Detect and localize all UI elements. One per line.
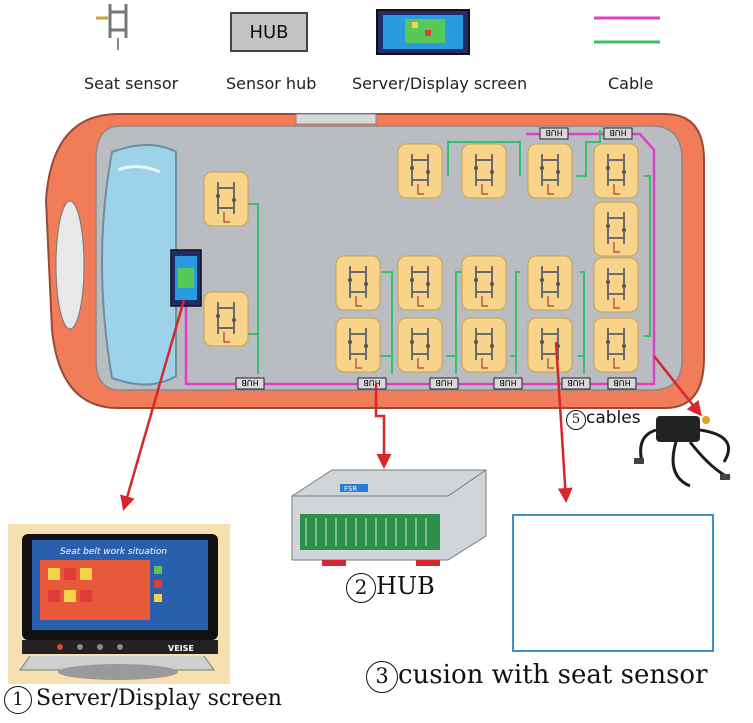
seat-sensor-icon <box>593 143 639 199</box>
cables-caption-text: cables <box>586 408 641 428</box>
server-display-photo: Seat belt work situation VEISE <box>8 524 230 684</box>
legend-sensor-hub-label: Sensor hub <box>226 74 317 93</box>
seat-sensor-icon <box>397 317 443 373</box>
seat-sensor-icon <box>593 201 639 257</box>
hub-tag-label: HUB <box>545 128 562 137</box>
legend-server-display-label: Server/Display screen <box>352 74 528 93</box>
seat-sensor-icon <box>461 143 507 199</box>
screen-brand: VEISE <box>168 644 194 653</box>
legend-seat-sensor-icon <box>96 4 128 50</box>
seat-sensor-icon <box>397 143 443 199</box>
green-cable-network <box>242 130 651 374</box>
screen-title: Seat belt work situation <box>60 547 167 557</box>
cushion-caption-text: cusion with seat sensor <box>398 660 708 690</box>
legend-seat-sensor-label: Seat sensor <box>84 74 179 93</box>
hub-number-badge: 2 <box>346 573 376 603</box>
seat-sensor-icon <box>397 255 443 311</box>
hub-caption-text: HUB <box>376 572 435 600</box>
server-number-badge: 1 <box>4 686 32 714</box>
seat-sensor-icon <box>527 255 573 311</box>
in-car-display-icon <box>170 249 202 307</box>
seat-sensor-icon <box>527 143 573 199</box>
legend-cable-icon <box>594 16 660 44</box>
seat-sensor-icon <box>461 255 507 311</box>
cushion-number-badge: 3 <box>366 661 398 693</box>
seat-sensor-icon <box>593 257 639 313</box>
seat-sensor-icon <box>335 317 381 373</box>
hub-device-label: FSR <box>344 485 357 493</box>
hub-tag-label: HUB <box>499 378 516 387</box>
hub-tag-label: HUB <box>363 378 380 387</box>
legend-cable-label: Cable <box>608 74 654 93</box>
legend-hub-box: HUB <box>230 12 308 52</box>
hub-tag-label: HUB <box>435 378 452 387</box>
seat-sensor-icon <box>527 317 573 373</box>
cables-photo <box>634 416 731 488</box>
hub-tag-label: HUB <box>567 378 584 387</box>
callout-arrows <box>120 299 702 511</box>
hub-device-photo: FSR <box>291 469 487 566</box>
seat-sensor-icon <box>203 171 249 227</box>
hub-tag-label: HUB <box>241 378 258 387</box>
hub-tag-label: HUB <box>609 128 626 137</box>
seat-sensor-icon <box>461 317 507 373</box>
legend-server-display-icon <box>376 9 470 55</box>
cushion-photo-frame <box>512 514 714 652</box>
hub-tags: HUB HUB HUB HUB HUB HUB HUB HUB <box>235 127 637 390</box>
seat-sensor-icon <box>593 317 639 373</box>
hub-tag-label: HUB <box>613 378 630 387</box>
seat-sensor-icon <box>203 291 249 347</box>
server-caption-text: Server/Display screen <box>36 686 282 711</box>
cables-number-badge: 5 <box>566 410 586 430</box>
seat-sensor-icon <box>335 255 381 311</box>
